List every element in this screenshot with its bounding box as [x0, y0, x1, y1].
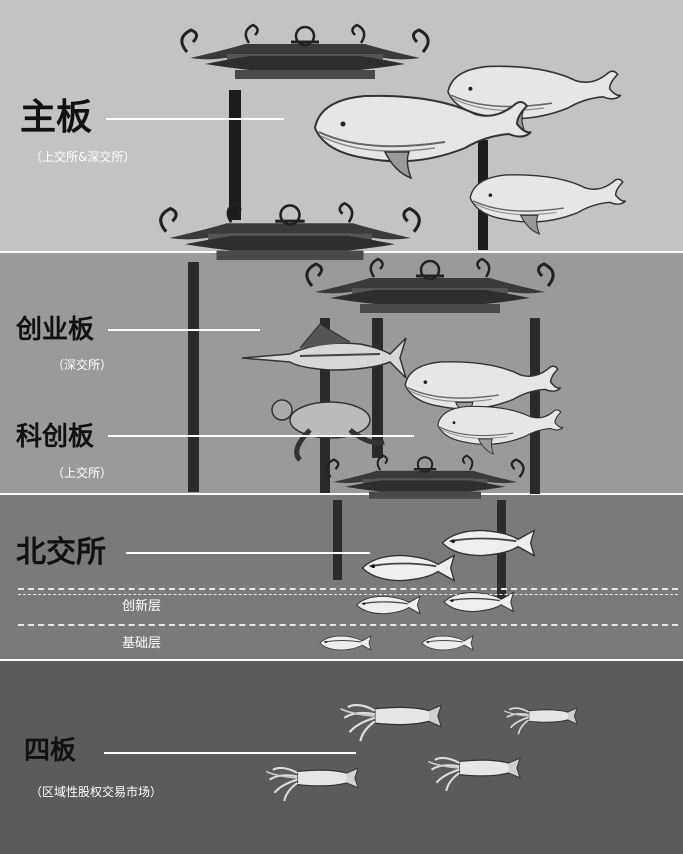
whale-icon — [469, 174, 627, 235]
base-layer-label: 基础层 — [122, 636, 162, 651]
main-board-sub: （上交所&深交所） — [30, 150, 136, 164]
star-leader — [108, 435, 414, 437]
regional-leader — [104, 752, 356, 754]
gate-roof-icon — [305, 257, 555, 315]
tier-divider — [0, 659, 683, 661]
regional-sub: （区域性股权交易市场） — [30, 785, 163, 799]
main-board-leader — [106, 118, 284, 120]
star-sub: （上交所） — [52, 466, 113, 480]
tier-divider — [0, 493, 683, 495]
layer-divider — [18, 624, 678, 626]
squid-icon — [427, 756, 522, 792]
chinext-leader — [108, 329, 260, 331]
main-board-title: 主板 — [20, 97, 93, 138]
swordfish-icon — [241, 323, 407, 379]
turtle-icon — [271, 399, 385, 462]
gate-pillar-icon — [530, 318, 540, 494]
bse-leader — [126, 552, 370, 554]
gate-roof-icon — [180, 23, 430, 81]
tuna-icon — [361, 554, 456, 582]
gate-pillar-icon — [372, 318, 383, 458]
layer-divider — [18, 588, 678, 590]
gate-pillar-icon — [229, 90, 241, 220]
squid-icon — [503, 707, 578, 736]
tuna-icon — [441, 529, 536, 557]
tuna-icon — [421, 635, 474, 651]
regional-tier — [0, 660, 683, 854]
squid-icon — [265, 766, 360, 802]
squid-icon — [339, 703, 443, 743]
layer-divider — [18, 594, 678, 595]
gate-roof-icon — [325, 454, 525, 500]
tuna-icon — [356, 595, 421, 615]
tuna-icon — [319, 635, 372, 651]
chinext-title: 创业板 — [16, 315, 95, 345]
gate-roof-icon — [159, 201, 421, 262]
whale-icon — [437, 405, 564, 455]
regional-title: 四板 — [24, 736, 77, 766]
gate-pillar-icon — [188, 262, 199, 492]
star-title: 科创板 — [16, 422, 95, 452]
gate-pillar-icon — [333, 500, 342, 580]
chinext-sub: （深交所） — [52, 358, 113, 372]
bse-title: 北交所 — [16, 535, 106, 570]
innovation-layer-label: 创新层 — [122, 599, 162, 614]
